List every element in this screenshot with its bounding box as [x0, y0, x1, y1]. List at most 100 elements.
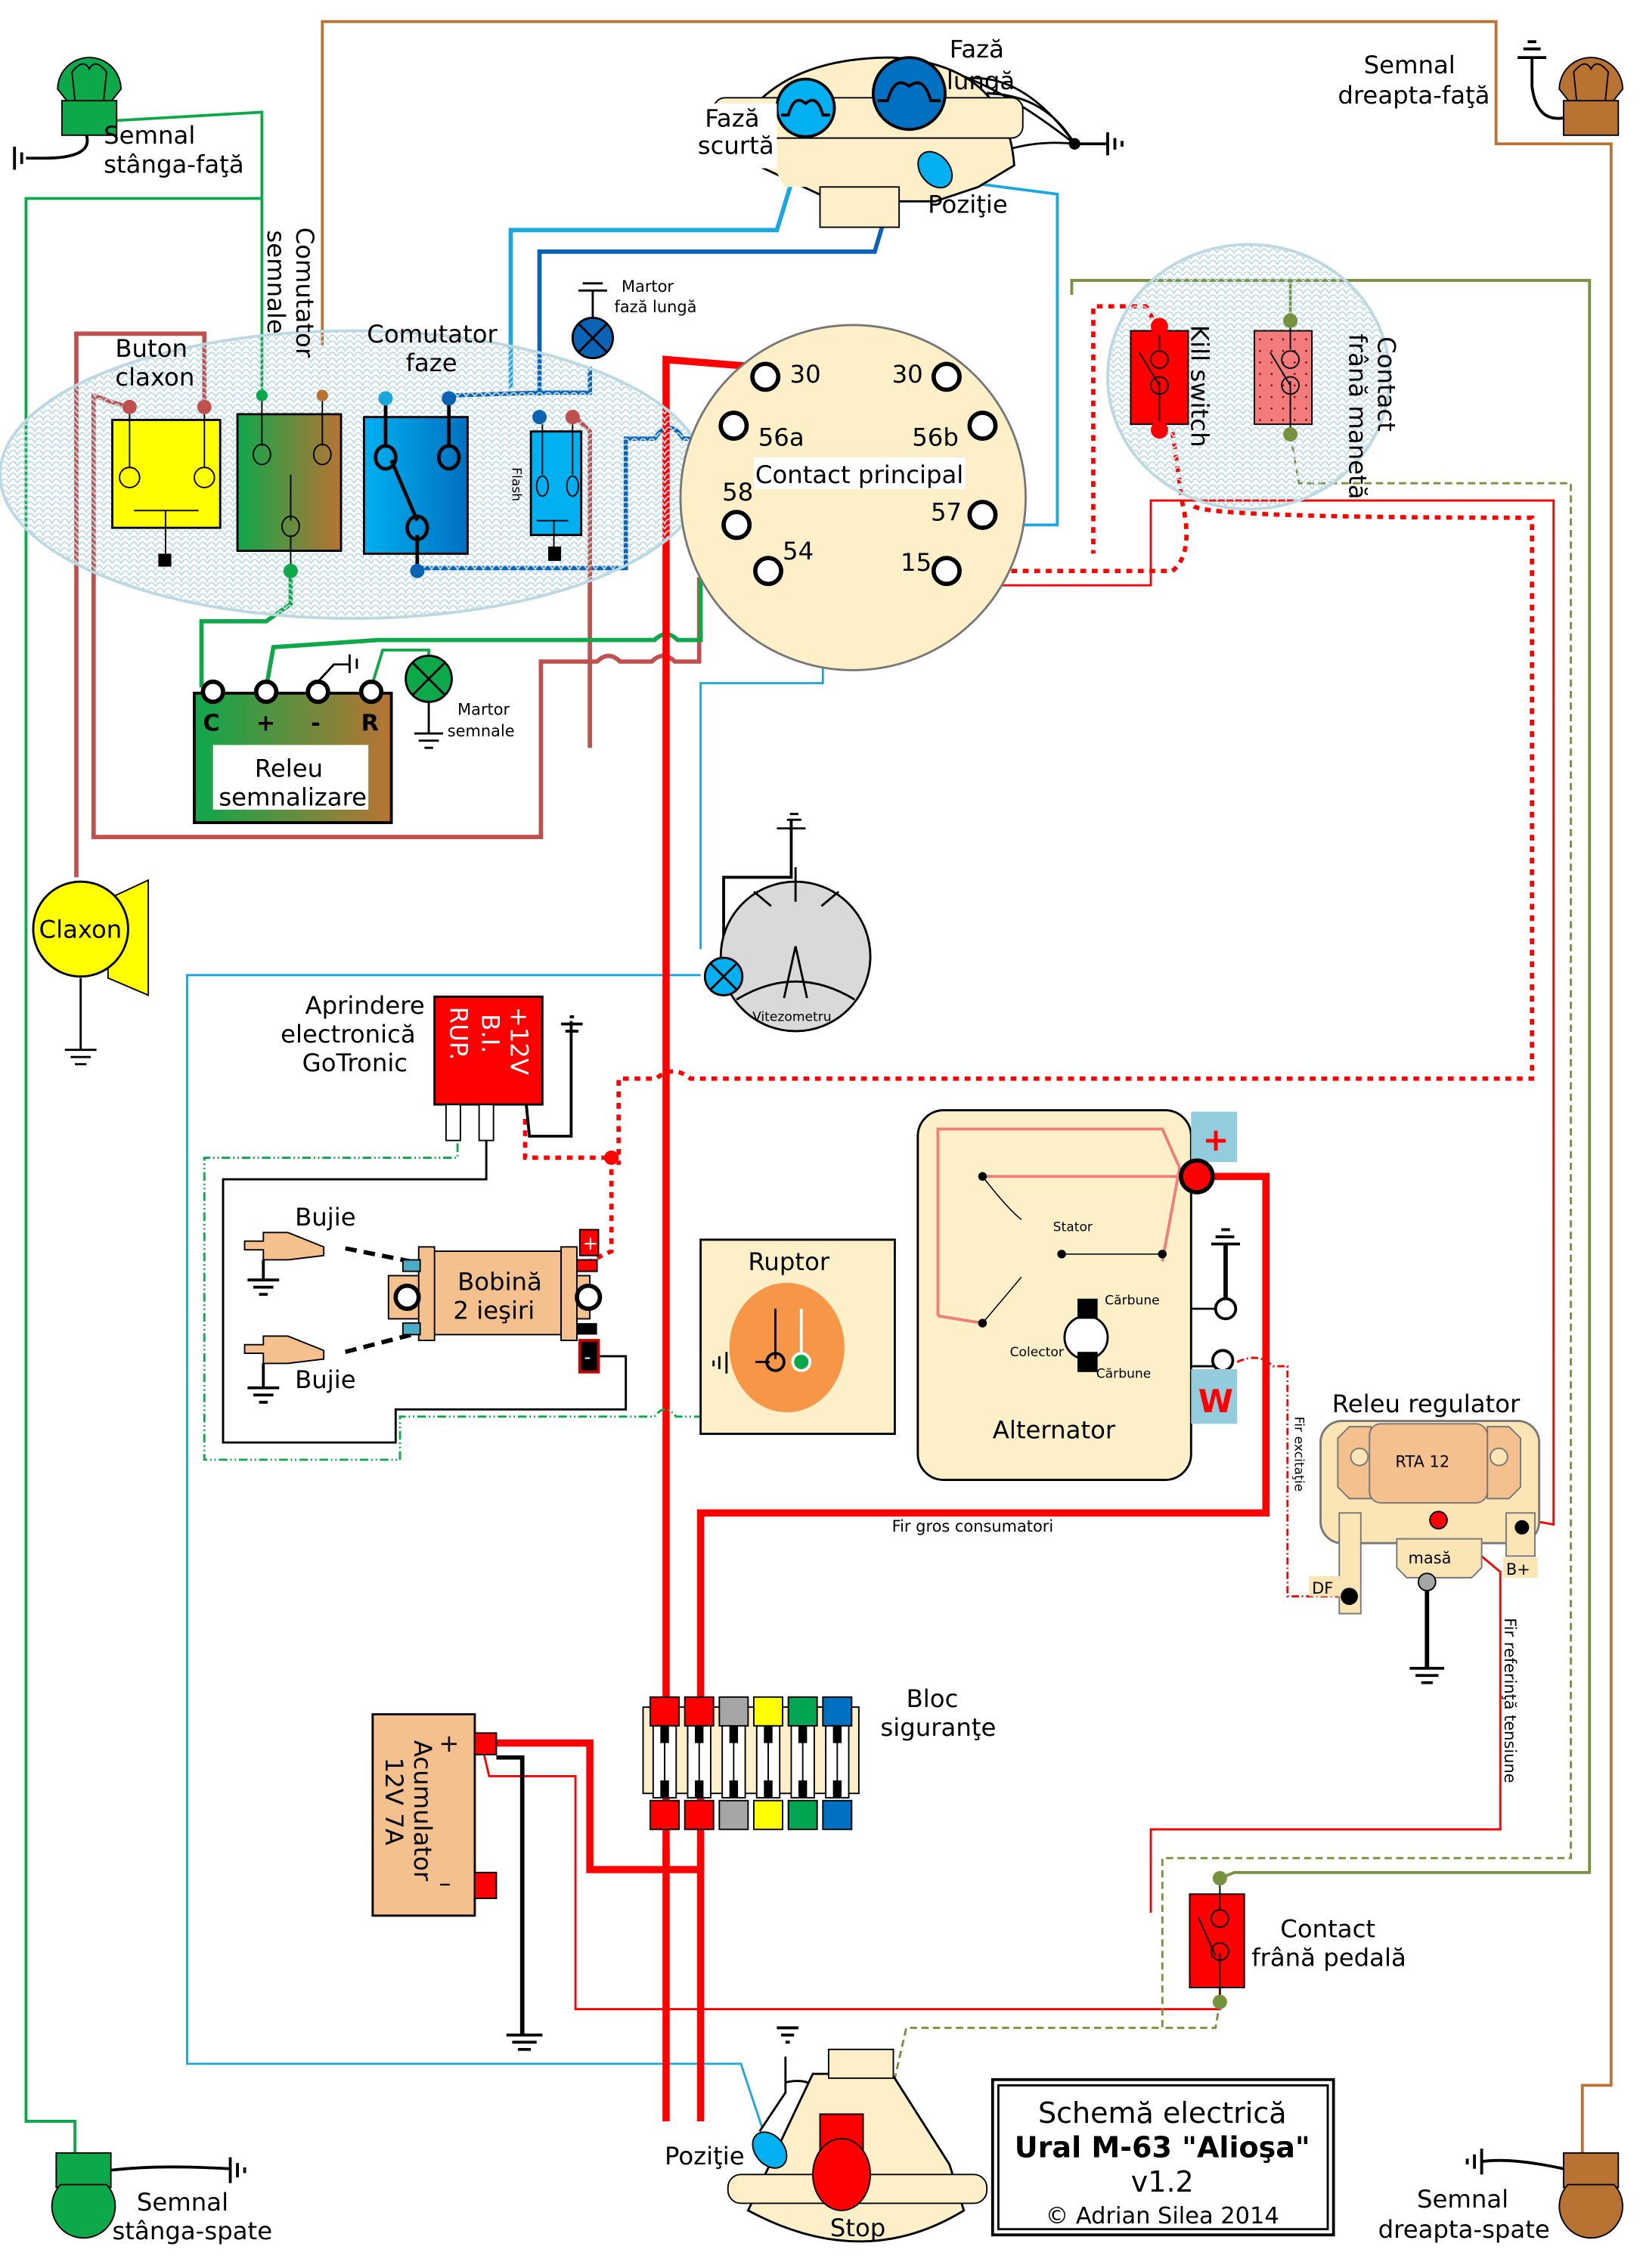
lamp-left-rear-label-2: stânga-spate	[113, 2217, 273, 2245]
fuse-block-label-1: Bloc	[907, 1684, 959, 1713]
lamp-right-rear-label-2: dreapta-spate	[1378, 2215, 1550, 2244]
lamp-left-rear: Semnal stânga-spate	[51, 2152, 273, 2245]
lamp-left-front: Semnal stânga-faţă	[13, 57, 244, 178]
lamp-right-front-label-2: dreapta-faţă	[1338, 81, 1490, 110]
coil-label-1: Bobină	[457, 1267, 542, 1296]
battery-label-2: 12V 7A	[380, 1758, 408, 1845]
brake-lever-label-1: Contact	[1372, 336, 1401, 432]
fuse	[787, 1696, 818, 1830]
signal-switch-label-1: Comutator	[290, 228, 319, 358]
breaker: Ruptor	[699, 1238, 896, 1436]
brake-pedal-label-1: Contact	[1280, 1914, 1375, 1943]
lamp-left-front-label-2: stânga-faţă	[104, 150, 244, 178]
battery-minus: –	[439, 1869, 451, 1898]
fuse	[718, 1696, 749, 1830]
beam-switch-label-2: faze	[406, 349, 457, 377]
alternator-w: W	[1198, 1383, 1233, 1420]
lamp-right-rear-label-1: Semnal	[1417, 2185, 1508, 2214]
alternator-label: Alternator	[993, 1415, 1116, 1444]
low-beam-bulb	[775, 77, 836, 138]
signal-indicator-label-2: semnale	[448, 722, 515, 740]
ignition-label-2: electronică	[281, 1020, 416, 1049]
thick-wire-label: Fir gros consumatori	[892, 1517, 1054, 1535]
headlamp: Fază scurtă Fază lungă Poziţie	[698, 35, 1124, 228]
terminal-58: 58	[722, 478, 753, 507]
brake-lever-switch[interactable]: frână manetă Contact	[1254, 313, 1401, 500]
fuse	[684, 1696, 715, 1830]
ignition-label-3: GoTronic	[302, 1049, 408, 1077]
fuse	[822, 1696, 853, 1830]
fuse-block-label-2: siguranţe	[880, 1713, 996, 1742]
coil-plus: +	[583, 1232, 599, 1254]
main-contact[interactable]: 30 30 56a 56b 58 57 54 15 Contact princi…	[679, 324, 1027, 671]
fuse-block: Bloc siguranţe	[642, 1684, 996, 1830]
terminal-30-a: 30	[790, 360, 821, 389]
kill-switch[interactable]: Kill switch	[1130, 318, 1214, 448]
fuse-cap	[718, 1799, 749, 1830]
regulator-bplus: B+	[1506, 1560, 1530, 1579]
terminal-54: 54	[783, 537, 814, 565]
lamp-right-front-label-1: Semnal	[1364, 51, 1456, 79]
coil-label-2: 2 ieşiri	[453, 1296, 535, 1325]
horn-button-label-2: claxon	[115, 363, 194, 392]
regulator-label: Releu regulator	[1332, 1390, 1521, 1418]
tail-position-label: Poziţie	[665, 2142, 745, 2170]
fuse-cap	[753, 1696, 783, 1727]
regulator-model: RTA 12	[1395, 1452, 1449, 1470]
fuse-cap	[787, 1799, 818, 1830]
collector-label: Colector	[1010, 1345, 1065, 1360]
stator-label: Stator	[1053, 1219, 1093, 1235]
beam-switch[interactable]: Comutator faze	[363, 320, 498, 578]
title-block: Schemă electrică Ural M-63 "Alioşa" v1.2…	[991, 2077, 1335, 2237]
horn-button[interactable]: Buton claxon	[111, 334, 222, 567]
signal-switch[interactable]: semnale Comutator	[236, 228, 343, 578]
title-version: v1.2	[1131, 2165, 1194, 2198]
spark-plug-top-label: Bujie	[295, 1203, 356, 1232]
terminal-15: 15	[901, 548, 932, 577]
brush-top-label: Cărbune	[1105, 1293, 1160, 1308]
terminal-57: 57	[931, 498, 962, 527]
high-beam-label-1: Fază	[950, 35, 1004, 64]
battery-label-1: Acumulator	[408, 1740, 437, 1882]
excitation-wire-label: Fir excitaţie	[1291, 1417, 1306, 1492]
ignition-coil: + - Bobină 2 ieşiri	[387, 1228, 603, 1374]
battery-plus: +	[439, 1729, 459, 1758]
alternator: + W Stator Cărbune Colector Cărbune Alte…	[916, 1109, 1240, 1481]
fuse	[649, 1696, 680, 1830]
battery: + – Acumulator 12V 7A	[371, 1713, 543, 2051]
flash-button[interactable]: Flash	[508, 410, 583, 561]
stop-label: Stop	[830, 2214, 886, 2242]
high-beam-indicator-label-1: Martor	[622, 277, 674, 296]
coil-minus: -	[584, 1346, 591, 1368]
low-beam-label-2: scurtă	[698, 132, 774, 160]
horn-button-label-1: Buton	[115, 334, 188, 363]
brake-pedal-switch[interactable]: Contact frână pedală	[1189, 1870, 1406, 2009]
fuse-cap	[684, 1799, 715, 1830]
signal-indicator: Martor semnale	[405, 655, 515, 749]
terminal-56b: 56b	[912, 423, 959, 452]
title-line1: Schemă electrică	[1038, 2096, 1287, 2130]
regulator-df: DF	[1312, 1579, 1333, 1597]
relay-pin-c: C	[203, 710, 219, 736]
high-beam-label-2: lungă	[947, 67, 1015, 95]
main-contact-label: Contact principal	[755, 460, 963, 489]
voltage-regulator: Releu regulator RTA 12 masă DF B+	[1309, 1390, 1541, 1684]
brake-pedal-label-2: frână pedală	[1251, 1944, 1406, 1972]
terminal-30-b: 30	[892, 360, 923, 389]
speedometer: Vitezometru	[703, 813, 872, 1033]
electronic-ignition: +12V B.I. RUP. Aprindere electronică GoT…	[281, 991, 619, 1165]
fuse-cap	[787, 1696, 818, 1727]
ignition-label-1: Aprindere	[305, 991, 424, 1020]
right-handlebar-cluster	[1106, 243, 1391, 511]
alternator-plus: +	[1203, 1121, 1229, 1158]
spark-plug-bottom: Bujie	[243, 1331, 418, 1404]
position-label: Poziţie	[928, 191, 1008, 219]
terminal-56a: 56a	[758, 423, 804, 452]
beam-switch-label-1: Comutator	[367, 320, 498, 349]
spark-plug-bottom-label: Bujie	[295, 1365, 356, 1394]
brake-lever-label-2: frână manetă	[1344, 333, 1372, 499]
fuse-cap	[753, 1799, 783, 1830]
low-beam-label-1: Fază	[705, 104, 759, 132]
lamp-right-front: Semnal dreapta-faţă	[1338, 40, 1623, 136]
